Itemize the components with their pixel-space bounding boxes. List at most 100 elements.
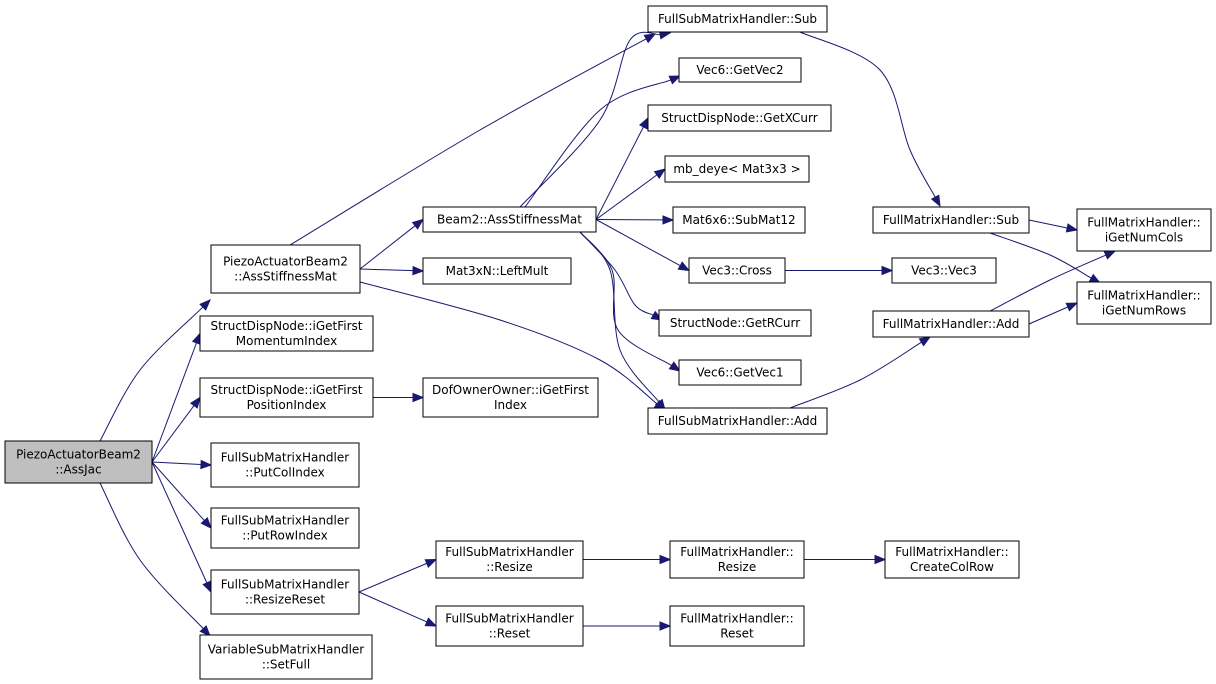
edge-fmh-resize-to-fmh-createcolrow: [804, 554, 887, 565]
edges-layer: [99, 30, 1117, 637]
node-label: mb_deye< Mat3x3 >: [673, 162, 800, 176]
node-box: [688, 257, 786, 284]
edge-arrowhead: [200, 459, 213, 470]
node-label: iGetNumCols: [1105, 231, 1183, 245]
node-fmh-resize[interactable]: FullMatrixHandler::Resize: [669, 540, 805, 579]
edge-line: [151, 461, 208, 584]
node-label: Beam2::AssStiffnessMat: [437, 213, 582, 227]
edge-arrowhead: [199, 299, 211, 311]
edge-piezo-assstiff-to-mat3xn-leftmult: [359, 265, 425, 276]
node-box: [435, 605, 584, 647]
node-box: [422, 377, 599, 418]
edge-arrowhead: [1065, 302, 1079, 312]
node-fmh-getnumrows[interactable]: FullMatrixHandler::iGetNumRows: [1076, 281, 1212, 325]
node-label: Vec3::Vec3: [911, 264, 977, 278]
node-box: [672, 206, 806, 234]
node-vec6-getvec1[interactable]: Vec6::GetVec1: [678, 359, 802, 386]
node-vec6-getvec2[interactable]: Vec6::GetVec2: [678, 57, 802, 83]
node-box: [422, 257, 572, 285]
edge-line: [989, 254, 1107, 312]
edge-line: [151, 405, 195, 463]
node-box: [199, 377, 374, 418]
edge-line: [359, 268, 414, 272]
node-mat3xn-leftmult[interactable]: Mat3xN::LeftMult: [422, 257, 572, 285]
edge-line: [99, 482, 204, 629]
edge-arrowhead: [189, 396, 201, 409]
node-box: [678, 57, 802, 83]
node-piezo-assstiff[interactable]: PiezoActuatorBeam2::AssStiffnessMat: [210, 244, 361, 294]
node-sdn-getxcurr[interactable]: StructDispNode::GetXCurr: [647, 104, 832, 132]
node-fsmh-putcol[interactable]: FullSubMatrixHandler::PutColIndex: [210, 442, 360, 488]
node-fsmh-sub[interactable]: FullSubMatrixHandler::Sub: [647, 5, 828, 33]
edge-line: [989, 232, 1092, 279]
node-vec3-cross[interactable]: Vec3::Cross: [688, 257, 786, 284]
edge-arrowhead: [874, 554, 887, 565]
edge-fsmh-sub-to-fmh-sub: [799, 31, 941, 208]
edge-beam2-assstiff-to-sn-getrcurr: [579, 231, 664, 321]
node-vsmh-setfull[interactable]: VariableSubMatrixHandler::SetFull: [199, 634, 373, 680]
node-label: FullMatrixHandler::Sub: [883, 213, 1019, 227]
node-vec3-vec3[interactable]: Vec3::Vec3: [891, 257, 997, 284]
node-piezo-assjac[interactable]: PiezoActuatorBeam2::AssJac: [4, 440, 153, 484]
edge-fsmh-add-to-fmh-add: [789, 336, 932, 409]
edge-line: [799, 31, 936, 198]
node-box: [210, 244, 361, 294]
edge-piezo-assjac-to-vsmh-setfull: [99, 482, 211, 637]
node-fsmh-add[interactable]: FullSubMatrixHandler::Add: [647, 407, 828, 435]
edge-fsmh-resize-to-fmh-resize: [583, 554, 672, 565]
node-fmh-sub[interactable]: FullMatrixHandler::Sub: [872, 206, 1030, 234]
edge-line: [151, 342, 197, 463]
node-label: Mat6x6::SubMat12: [682, 213, 795, 227]
node-box: [647, 407, 828, 435]
node-label: StructDispNode::iGetFirst: [211, 383, 363, 397]
node-mat6x6-submat12[interactable]: Mat6x6::SubMat12: [672, 206, 806, 234]
node-label: ::Resize: [486, 560, 533, 574]
node-box: [891, 257, 997, 284]
node-box: [199, 315, 374, 352]
edge-piezo-assstiff-to-fsmh-sub: [289, 33, 657, 246]
node-beam2-assstiff[interactable]: Beam2::AssStiffnessMat: [422, 206, 597, 233]
edge-arrowhead: [659, 554, 672, 565]
edge-line: [579, 231, 654, 316]
node-fmh-reset[interactable]: FullMatrixHandler::Reset: [669, 605, 805, 647]
node-label: ::Reset: [489, 627, 531, 641]
node-box: [1076, 281, 1212, 325]
edge-beam2-assstiff-to-mat6x6-submat12: [595, 215, 675, 225]
node-label: ::PutColIndex: [245, 466, 325, 480]
node-label: StructDispNode::GetXCurr: [661, 111, 817, 125]
edge-piezo-assjac-to-fsmh-putrow: [151, 461, 212, 530]
node-label: Vec6::GetVec2: [696, 63, 783, 77]
node-label: iGetNumRows: [1102, 304, 1186, 318]
node-fmh-add[interactable]: FullMatrixHandler::Add: [872, 310, 1030, 338]
node-label: FullSubMatrixHandler: [221, 451, 349, 465]
node-fsmh-resizereset[interactable]: FullSubMatrixHandler::ResizeReset: [210, 569, 360, 615]
node-box: [872, 310, 1030, 338]
edge-line: [1028, 306, 1069, 325]
node-label: Mat3xN::LeftMult: [446, 264, 549, 278]
node-box: [210, 569, 360, 615]
node-fmh-getnumcols[interactable]: FullMatrixHandler::iGetNumCols: [1076, 208, 1212, 252]
node-label: DofOwnerOwner::iGetFirst: [432, 383, 589, 397]
node-label: ::PutRowIndex: [242, 529, 327, 543]
node-label: Vec3::Cross: [702, 264, 772, 278]
edge-vec3-cross-to-vec3-vec3: [785, 265, 894, 276]
node-sn-getrcurr[interactable]: StructNode::GetRCurr: [658, 309, 812, 337]
node-fsmh-reset[interactable]: FullSubMatrixHandler::Reset: [435, 605, 584, 647]
node-label: PositionIndex: [247, 398, 327, 412]
edge-piezo-assjac-to-fsmh-putcol: [151, 459, 213, 470]
edge-fmh-add-to-fmh-getnumrows: [1028, 302, 1079, 325]
edge-line: [524, 79, 671, 208]
node-fmh-createcolrow[interactable]: FullMatrixHandler::CreateColRow: [884, 540, 1020, 579]
edge-beam2-assstiff-to-vec6-getvec1: [579, 231, 682, 372]
node-label: ::AssStiffnessMat: [234, 270, 337, 284]
edge-line: [289, 38, 647, 246]
node-mb-deye[interactable]: mb_deye< Mat3x3 >: [664, 155, 810, 183]
edge-arrowhead: [411, 218, 425, 230]
nodes-layer: PiezoActuatorBeam2::AssJac PiezoActuatorB…: [4, 5, 1212, 680]
node-fsmh-putrow[interactable]: FullSubMatrixHandler::PutRowIndex: [210, 507, 360, 549]
node-fsmh-resize[interactable]: FullSubMatrixHandler::Resize: [435, 540, 584, 579]
node-label: CreateColRow: [910, 560, 994, 574]
